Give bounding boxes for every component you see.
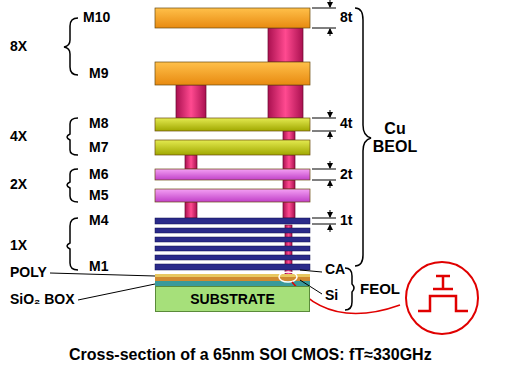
region-label: Cu BEOL (369, 120, 421, 155)
layer-label: FEOL (360, 281, 400, 298)
layer-label: CA (325, 262, 345, 277)
layer-label: M8 (89, 116, 108, 131)
layer-label: POLY (10, 265, 47, 280)
layer-label: 8X (10, 39, 27, 54)
figure-caption: Cross-section of a 65nm SOI CMOS: fT≈330… (69, 346, 432, 364)
layer-label: Si (325, 288, 338, 303)
substrate-band: SUBSTRATE (155, 286, 310, 312)
layer-label: 1t (340, 213, 352, 228)
layer-label: 2X (10, 177, 27, 192)
layer-label: M6 (89, 167, 108, 182)
layer-label: M5 (89, 188, 108, 203)
layer-label: M10 (83, 10, 110, 25)
layer-label: M1 (89, 259, 108, 274)
layer-label: 4t (340, 116, 352, 131)
layer-label: 8t (340, 10, 352, 25)
layer-label: 1X (10, 238, 27, 253)
layer-name: SUBSTRATE (190, 291, 275, 307)
layer-label: 2t (340, 167, 352, 182)
layer-label: 4X (10, 129, 27, 144)
layer-label: SiO₂ BOX (10, 292, 75, 307)
layer-label: M9 (89, 66, 108, 81)
layer-label: M7 (89, 140, 108, 155)
layer-label: M4 (89, 213, 108, 228)
